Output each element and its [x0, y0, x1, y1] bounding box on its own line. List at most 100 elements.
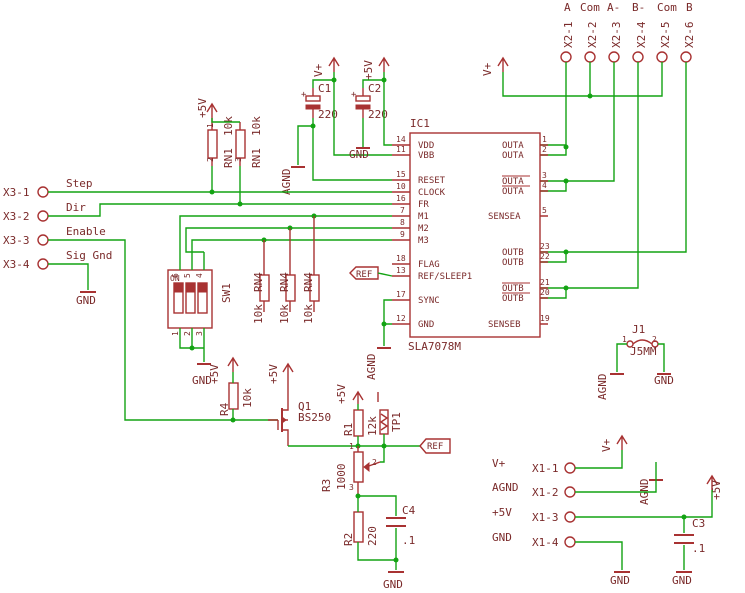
svg-text:J5MM: J5MM [630, 345, 657, 358]
x2-6-signal: B [686, 1, 693, 14]
svg-text:18: 18 [396, 254, 406, 263]
svg-text:OUTB: OUTB [502, 258, 524, 268]
ic1-part: SLA7078M [408, 340, 461, 353]
svg-text:13: 13 [396, 266, 406, 275]
mosfet-q1: Q1 BS250 [268, 378, 331, 446]
svg-text:220: 220 [366, 526, 379, 546]
svg-text:5: 5 [542, 206, 547, 215]
capacitor-c1: + C1 220 [301, 82, 338, 121]
x1-connector: V+ AGND +5V GND X1-1 X1-2 X1-3 X1-4 [492, 457, 576, 549]
x3-4-label: X3-4 [3, 258, 30, 271]
svg-text:TP1: TP1 [390, 412, 403, 432]
svg-text:AGND: AGND [365, 354, 378, 381]
svg-text:OUTA: OUTA [502, 187, 524, 197]
svg-text:BS250: BS250 [298, 411, 331, 424]
svg-text:2: 2 [652, 335, 657, 344]
svg-text:7: 7 [400, 206, 405, 215]
svg-text:GND: GND [76, 294, 96, 307]
x2-5-signal: Com [657, 1, 677, 14]
svg-text:SENSEB: SENSEB [488, 320, 521, 330]
potentiometer-r3: 1 3 2 R3 1000 [320, 442, 385, 496]
svg-text:GND: GND [383, 578, 403, 591]
x1-3-signal: +5V [492, 506, 512, 519]
x2-2-pad [584, 51, 596, 63]
svg-text:4: 4 [195, 273, 204, 278]
x2-wiring [502, 62, 687, 299]
svg-text:R3: R3 [320, 479, 333, 492]
svg-text:.1: .1 [692, 542, 705, 555]
x1-1-signal: V+ [492, 457, 506, 470]
svg-text:220: 220 [368, 108, 388, 121]
x1-4-signal: GND [492, 531, 512, 544]
svg-text:1: 1 [622, 335, 627, 344]
svg-text:10k: 10k [222, 116, 235, 136]
svg-text:1000: 1000 [335, 464, 348, 491]
sw1-wiring [179, 213, 392, 362]
svg-text:RN4: RN4 [252, 272, 265, 292]
svg-text:220: 220 [318, 108, 338, 121]
svg-text:8: 8 [400, 218, 405, 227]
svg-text:C1: C1 [318, 82, 331, 95]
svg-text:5: 5 [183, 273, 192, 278]
svg-text:20: 20 [540, 288, 550, 297]
svg-text:3: 3 [195, 331, 204, 336]
p5v-symbol-q1: +5V [267, 362, 294, 384]
svg-text:15: 15 [396, 170, 406, 179]
svg-text:+: + [301, 90, 307, 100]
x3-2-pad [37, 210, 49, 222]
svg-text:M3: M3 [418, 236, 429, 246]
x3-3-signal: Enable [66, 225, 106, 238]
svg-text:R2: R2 [342, 533, 355, 546]
svg-text:RN1: RN1 [250, 148, 263, 168]
svg-text:2: 2 [206, 157, 215, 162]
svg-text:22: 22 [540, 252, 550, 261]
ic1-ref: IC1 [410, 117, 430, 130]
svg-text:+5V: +5V [335, 384, 348, 404]
x3-connector: X3-1 X3-2 X3-3 X3-4 Step Dir Enable Sig … [3, 177, 112, 271]
x1-1-label: X1-1 [532, 462, 559, 475]
svg-text:AGND: AGND [596, 374, 609, 401]
x2-1-label: X2-1 [562, 22, 575, 49]
ref-label-ic: REF [349, 266, 393, 280]
svg-text:R1: R1 [342, 423, 355, 436]
svg-text:.1: .1 [402, 534, 415, 547]
agnd-symbol-c1: AGND [280, 166, 305, 195]
svg-text:1: 1 [206, 123, 215, 128]
x3-1-label: X3-1 [3, 186, 30, 199]
svg-text:VDD: VDD [418, 141, 434, 151]
x1-3-pad [564, 511, 576, 523]
svg-text:GND: GND [654, 374, 674, 387]
svg-text:OUTB: OUTB [502, 248, 524, 258]
svg-text:C2: C2 [368, 82, 381, 95]
vplus-symbol-x2: V+ [481, 56, 509, 76]
x3-1-signal: Step [66, 177, 93, 190]
x2-1-pad [560, 51, 572, 63]
supply-wiring [297, 72, 392, 181]
svg-text:SW1: SW1 [220, 283, 233, 303]
svg-text:OUTA: OUTA [502, 151, 524, 161]
svg-text:GND: GND [418, 320, 434, 330]
svg-text:3: 3 [542, 171, 547, 180]
capacitor-c3: C3 .1 [674, 517, 705, 555]
svg-text:V+: V+ [481, 62, 494, 76]
jumper-j1: J1 1 2 J5MM AGND GND [596, 323, 674, 400]
x2-3-label: X2-3 [610, 22, 623, 49]
svg-text:+5V: +5V [362, 60, 375, 80]
gnd-symbol-sw1: GND [192, 363, 212, 387]
x2-4-label: X2-4 [635, 21, 648, 48]
svg-text:17: 17 [396, 290, 406, 299]
svg-text:REF: REF [356, 270, 372, 280]
svg-text:12k: 12k [366, 416, 379, 436]
capacitor-c4: C4 .1 [355, 493, 416, 570]
svg-text:10k: 10k [278, 304, 291, 324]
x1-4-label: X1-4 [532, 536, 559, 549]
dip-switch-sw1: ON SW1 6 5 4 1 2 3 [167, 269, 233, 336]
x2-6-pad [680, 51, 692, 63]
x2-3-pad [608, 51, 620, 63]
x2-1-signal: A [564, 1, 571, 14]
svg-text:11: 11 [396, 145, 406, 154]
capacitor-c2: + C2 220 [351, 82, 388, 121]
svg-text:ON: ON [170, 274, 180, 283]
svg-text:1: 1 [349, 442, 354, 451]
